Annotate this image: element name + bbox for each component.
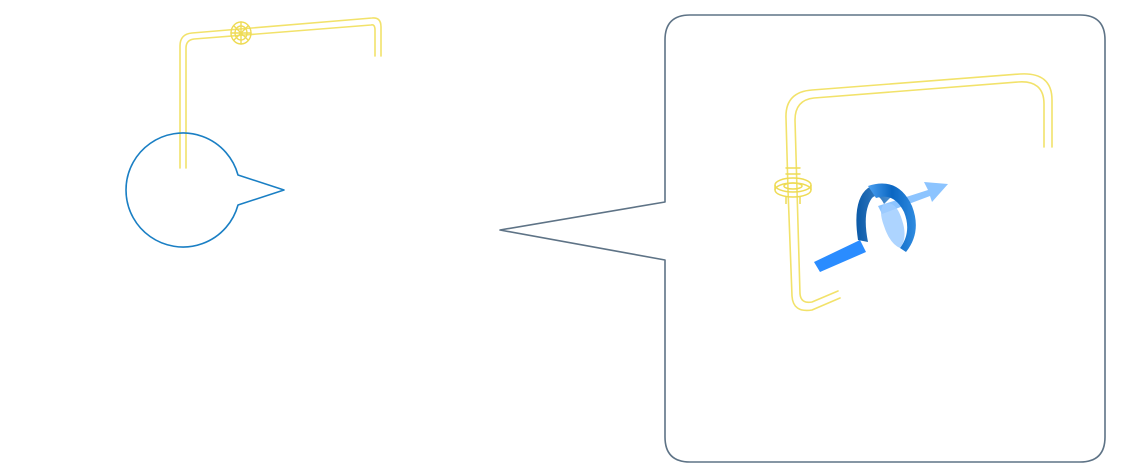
overview-pipe-inner-wall <box>185 24 376 169</box>
detail-pipe-outer-wall <box>785 73 1053 312</box>
detail-flange-icon <box>774 177 812 204</box>
flow-ring-inner <box>881 203 905 248</box>
overview-valve-icon <box>230 21 252 45</box>
overview-pipe <box>179 17 382 169</box>
zoom-marker-bubble <box>125 132 285 248</box>
flow-ring-front <box>868 183 916 252</box>
flow-arrow-tail <box>814 240 866 272</box>
detail-pipe-inner-wall <box>794 81 1045 304</box>
detail-pipe <box>785 73 1053 312</box>
spiral-flow-arrow-icon <box>814 182 948 272</box>
overview-pipe-outer-wall <box>179 17 382 169</box>
flow-ring-back <box>856 185 892 242</box>
detail-pipe-collar <box>785 167 801 175</box>
flow-arrow-exit <box>878 182 948 214</box>
detail-callout-frame <box>499 14 1106 463</box>
